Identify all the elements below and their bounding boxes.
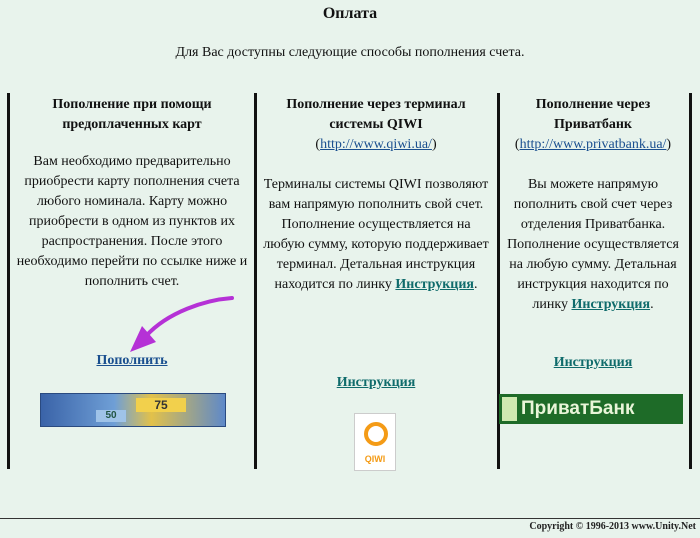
footer-divider xyxy=(0,518,700,519)
instruction-inline-link[interactable]: Инструкция xyxy=(571,297,651,312)
card-value-label: 50 xyxy=(96,410,126,422)
instruction-inline-link[interactable]: Инструкция xyxy=(395,277,474,292)
column-divider xyxy=(7,93,10,469)
top-up-link[interactable]: Пополнить xyxy=(96,353,168,368)
privatbank-instruction-link[interactable]: Инструкция xyxy=(553,355,633,370)
page-title: Оплата xyxy=(322,5,378,22)
privatbank-logo-icon[interactable]: ПриватБанк xyxy=(499,394,683,424)
qiwi-logo-icon[interactable]: QIWI xyxy=(354,413,396,471)
qiwi-instruction-link[interactable]: Инструкция xyxy=(336,375,416,390)
privatbank-column: Пополнение через Приватбанк (http://www.… xyxy=(503,95,683,315)
column-body: Терминалы системы QIWI позволяют вам нап… xyxy=(263,177,489,292)
column-heading: Пополнение через терминал системы QIWI xyxy=(286,97,466,132)
column-divider xyxy=(254,93,257,469)
column-heading: Пополнение через Приватбанк xyxy=(535,97,651,132)
card-value-label: 75 xyxy=(136,398,186,412)
privatbank-logo-text: ПриватБанк xyxy=(521,398,635,419)
prepaid-cards-column: Пополнение при помощи предоплаченных кар… xyxy=(14,95,250,292)
copyright-text: Copyright © 1996-2013 www.Unity.Net xyxy=(529,521,696,532)
qiwi-column: Пополнение через терминал системы QIWI (… xyxy=(263,97,489,292)
payment-cards-image[interactable]: 50 75 xyxy=(40,393,226,427)
column-divider xyxy=(497,93,500,469)
privatbank-url-link[interactable]: http://www.privatbank.ua/ xyxy=(519,137,667,152)
column-body: Вам необходимо предварительно приобрести… xyxy=(16,154,248,289)
page-subtitle: Для Вас доступны следующие способы попол… xyxy=(175,45,525,60)
qiwi-ring xyxy=(364,422,388,446)
column-heading: Пополнение при помощи предоплаченных кар… xyxy=(52,97,212,132)
privatbank-logo-mark xyxy=(502,397,517,421)
qiwi-url-link[interactable]: http://www.qiwi.ua/ xyxy=(320,137,432,152)
column-body: Вы можете напрямую пополнить свой счет ч… xyxy=(507,177,679,312)
qiwi-logo-text: QIWI xyxy=(364,454,386,464)
column-divider xyxy=(689,93,692,469)
